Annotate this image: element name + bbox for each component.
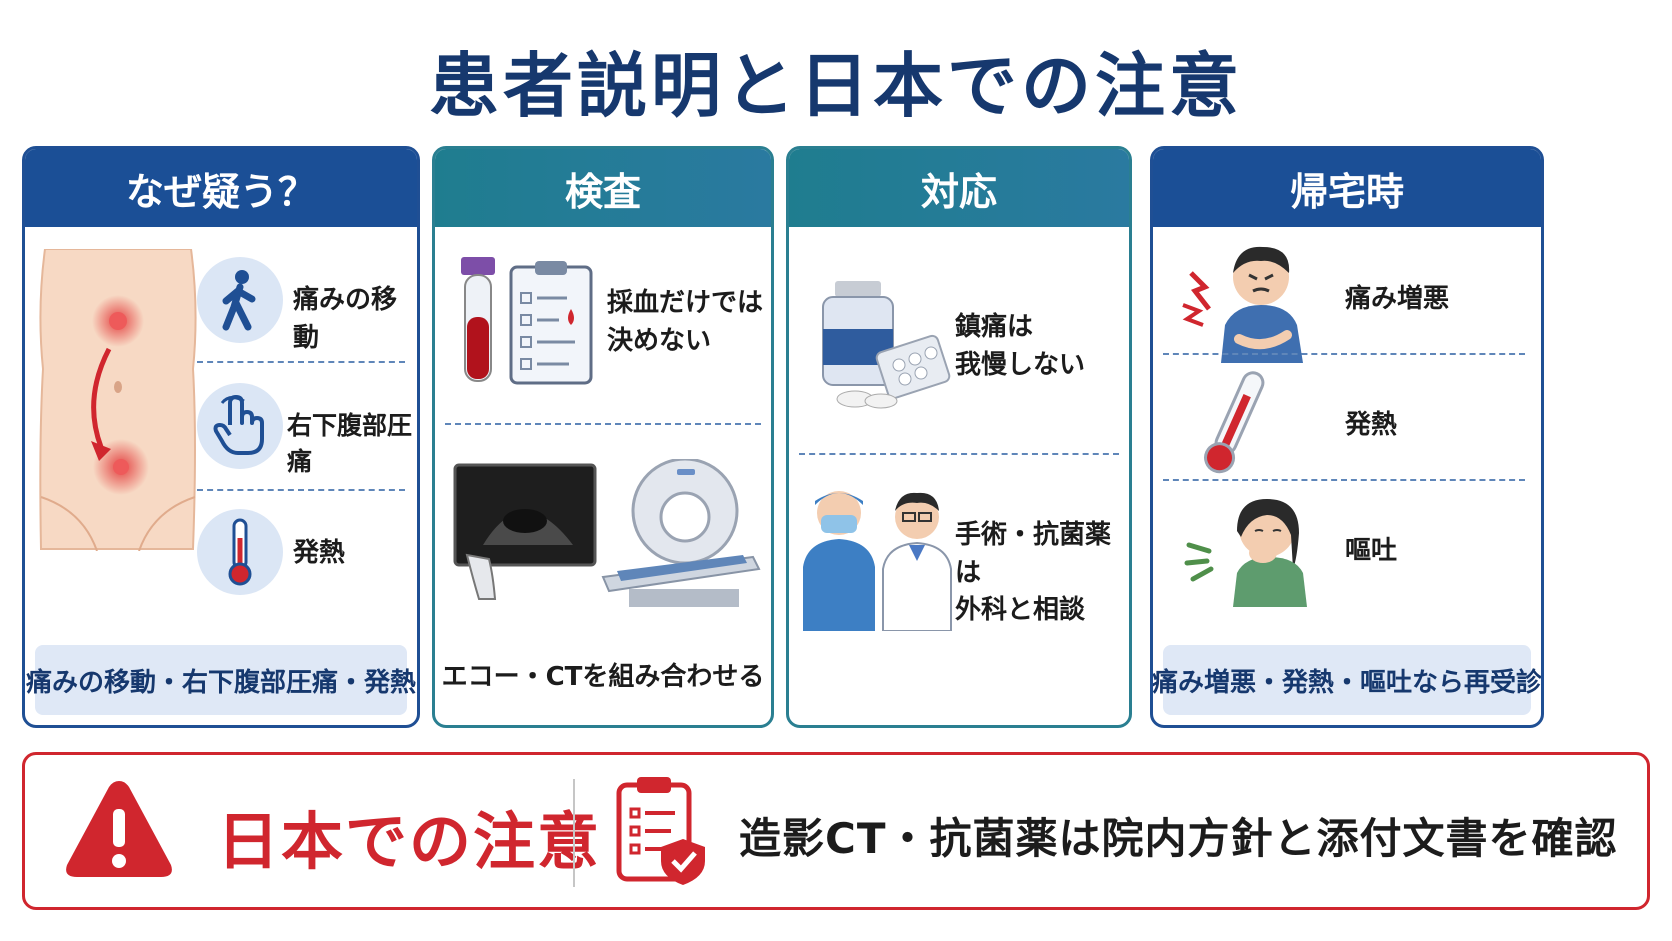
divider xyxy=(799,453,1119,455)
card-tests: 検査 採血だけでは 決めない xyxy=(432,146,774,728)
medicine-bottle-pills-icon xyxy=(822,281,951,409)
card-header: 対応 xyxy=(789,149,1129,227)
label-line: 採血だけでは xyxy=(607,288,764,318)
label-line: 鎮痛は xyxy=(955,312,1034,342)
abdomen-illustration xyxy=(39,249,197,551)
caution-text: 造影CT・抗菌薬は院内方針と添付文書を確認 xyxy=(739,814,1618,863)
divider xyxy=(445,423,761,425)
label-line: 決めない xyxy=(607,325,712,356)
item-pain-worsening: 痛み増悪 xyxy=(1345,284,1450,314)
vomiting-person-icon xyxy=(1184,499,1307,607)
summary-box: 痛み増悪・発熱・嘔吐なら再受診 xyxy=(1153,645,1541,715)
item-fever: 発熱 xyxy=(1345,410,1398,440)
divider xyxy=(573,779,575,887)
divider xyxy=(197,361,405,363)
card-header: 検査 xyxy=(435,149,771,227)
caution-title: 日本での注意 xyxy=(217,805,602,878)
walking-person-icon xyxy=(197,257,283,343)
card-response: 対応 鎮痛は 我慢しない xyxy=(786,146,1132,728)
japan-caution-banner: 日本での注意 造影CT・抗菌薬は院内方針と添付文書を確認 xyxy=(22,752,1650,910)
page-title: 患者説明と日本での注意 xyxy=(429,45,1243,127)
divider xyxy=(1163,353,1525,355)
item-rlq-tenderness: 右下腹部圧痛 xyxy=(287,411,413,477)
card-header: なぜ疑う？ xyxy=(25,149,417,227)
clipboard-shield-icon xyxy=(616,777,705,885)
surgeon-doctor-icon xyxy=(803,491,952,631)
person-in-pain-icon xyxy=(1182,246,1303,363)
item-surgery-antibiotics: 手術・抗菌薬は 外科と相談 xyxy=(955,517,1129,630)
summary-text: エコー・CTを組み合わせる xyxy=(441,662,765,693)
pressing-hand-icon xyxy=(197,383,283,469)
item-pain-migration: 痛みの移動 xyxy=(293,285,398,353)
thermometer-icon xyxy=(197,509,283,595)
ultrasound-ct-scanner-icon xyxy=(453,459,761,607)
item-fever: 発熱 xyxy=(293,538,346,568)
divider xyxy=(197,489,405,491)
label-line: 外科と相談 xyxy=(955,595,1086,626)
card-going-home: 帰宅時 痛み増悪 発熱 xyxy=(1150,146,1544,728)
summary-box: 痛みの移動・右下腹部圧痛・発熱 xyxy=(26,645,416,715)
warning-triangle-icon xyxy=(66,781,172,877)
card-header: 帰宅時 xyxy=(1153,149,1541,227)
item-pain-relief: 鎮痛は 我慢しない xyxy=(955,309,1085,384)
blood-tube-clipboard-icon xyxy=(461,257,593,385)
thermometer-icon xyxy=(1204,371,1265,474)
card-why-suspect: なぜ疑う？ 痛みの移動 xyxy=(22,146,420,728)
label-line: 我慢しない xyxy=(955,349,1086,380)
item-blood-test: 採血だけでは 決めない xyxy=(607,285,763,360)
label-line: 手術・抗菌薬は xyxy=(955,520,1112,588)
divider xyxy=(1163,479,1525,481)
item-vomiting: 嘔吐 xyxy=(1345,536,1398,566)
